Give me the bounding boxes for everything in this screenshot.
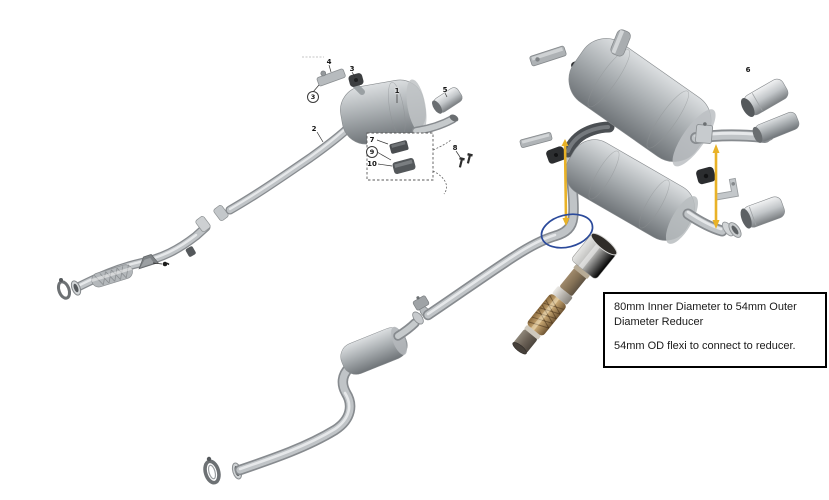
leader-lines-left [312,64,461,158]
connecting-pipe [225,125,351,215]
front-hanger-bracket-icon [138,246,196,270]
callout-4: 4 [326,58,332,66]
lower-hanger [519,132,566,164]
lower-outlet-pipe [682,208,742,238]
front-section-diagram [56,56,473,300]
inset-detail-box [366,132,452,195]
rear-rubber-mount-right [696,166,716,185]
joint-clamp [393,295,431,341]
callout-5: 5 [442,86,448,94]
callout-1: 1 [394,87,400,95]
tailpipe-left [411,114,459,136]
front-pipe [70,222,211,296]
center-exhaust-system [203,121,615,485]
callout-3: 3 [349,65,355,73]
callout-3-circled: 3 [307,91,319,103]
chrome-tip-left [432,87,463,114]
muffler-inlet-stub [610,29,631,57]
reducer-cup [572,232,618,279]
rear-assembly-diagram [519,29,800,244]
mid-pipe-front [234,362,356,476]
chrome-sleeve [740,196,785,229]
callout-9: 9 [366,146,378,158]
yellow-arrow-left [561,139,570,226]
flexi-braid [527,294,566,336]
flexi-pipe-photo [512,232,618,355]
rear-bracket-right [715,177,739,201]
callout-10: 10 [367,160,377,168]
chrome-tailpipe-tip [741,78,789,117]
rubber-mount-icon [348,73,364,87]
band-clamp-icon [203,456,221,485]
highlight-ellipse [540,213,594,249]
mid-pipe-rear [422,144,579,321]
rear-muffler-lower [565,139,699,244]
rear-rubber-mount-left [546,146,566,164]
bolt-icon [162,261,170,267]
rear-silencer-left [340,79,427,145]
annotation-line-2: 54mm OD flexi to connect to reducer. [614,339,796,352]
flexi-braid-section [91,264,133,288]
callout-6: 6 [745,66,751,74]
muffler-inlet-elbow [562,121,615,158]
callout-8: 8 [452,144,458,152]
annotation-line-1: 80mm Inner Diameter to 54mm Outer Diamet… [614,301,797,328]
pipe-clamp-sleeve [694,122,714,144]
annotation-box: 80mm Inner Diameter to 54mm Outer Diamet… [603,292,827,368]
callout-7: 7 [369,136,375,144]
pipe-joint-sleeves [195,205,229,232]
callout-2: 2 [311,125,317,133]
yellow-arrow-right [712,144,720,229]
pipe-clamp-icon [56,278,72,300]
tailpipe-section [752,111,800,143]
hanger-bracket-icon [316,68,346,87]
bolt-icons [458,153,473,168]
